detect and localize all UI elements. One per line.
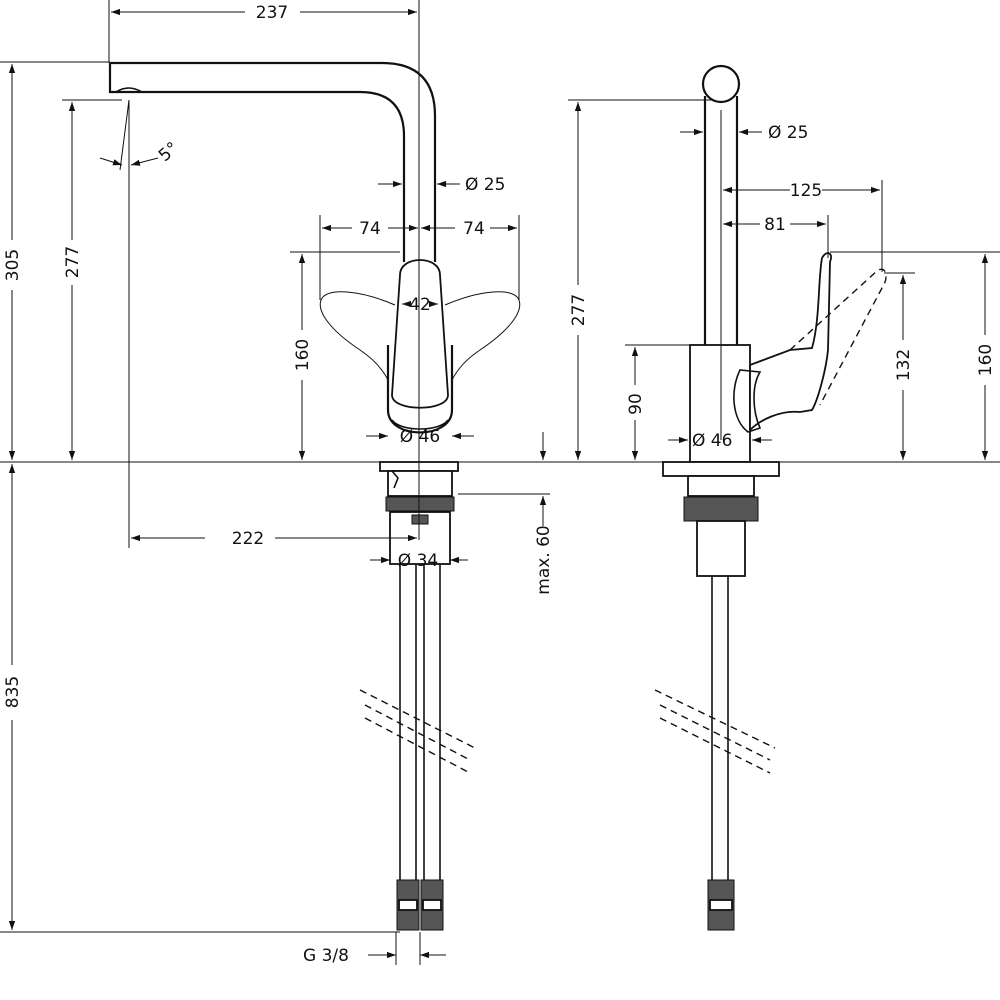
dim-shank-diameter: Ø 34 — [398, 551, 438, 571]
dim-outlet-height: 277 — [63, 246, 83, 278]
front-handle-swing-left — [319, 291, 396, 381]
side-base-plate — [662, 461, 780, 477]
dim-spout-reach: 237 — [256, 3, 288, 23]
front-fitting-left-nut — [398, 899, 418, 911]
dim-angle-arrow-left — [99, 157, 123, 166]
side-break-mark — [654, 689, 776, 774]
dim-angle-arrow-right — [130, 157, 159, 166]
reference-lines — [0, 0, 1000, 933]
dim-handle-swing-right: 74 — [463, 219, 485, 239]
front-shank-top — [387, 470, 453, 497]
dim-handle-raised: 132 — [894, 349, 914, 381]
dim-spout-angle: 5° — [155, 138, 183, 166]
side-handle-raised — [789, 268, 887, 406]
dim-handle-height-side: 160 — [976, 344, 996, 376]
angle-line — [119, 99, 130, 171]
dim-spout-diameter-front: Ø 25 — [465, 175, 505, 195]
dim-max-thickness: max. 60 — [534, 525, 554, 594]
front-spout-outlet — [115, 87, 143, 93]
dim-handle-swing: 125 — [790, 181, 822, 201]
dim-handle-width: 42 — [409, 295, 431, 315]
side-shank — [696, 520, 746, 577]
front-nut — [411, 514, 429, 525]
front-view — [108, 61, 521, 931]
dim-spout-diameter-side: Ø 25 — [768, 123, 808, 143]
front-handle-swing-right — [444, 291, 521, 381]
dim-base-diameter-front: Ø 46 — [400, 427, 440, 447]
front-handle — [391, 259, 449, 409]
side-handle-cartridge — [733, 369, 762, 433]
dim-body-height: 90 — [626, 393, 646, 415]
side-spout-column — [703, 96, 739, 345]
side-shank-top — [687, 475, 755, 497]
side-hose — [711, 576, 729, 880]
front-hose-right — [423, 564, 441, 880]
dim-hose-length: 835 — [3, 676, 23, 708]
side-thread — [683, 496, 759, 522]
dim-total-height: 305 — [3, 249, 23, 281]
dim-outlet-height-side: 277 — [569, 294, 589, 326]
front-body — [386, 345, 454, 434]
dim-handle-height-front: 160 — [293, 339, 313, 371]
side-view — [654, 64, 887, 931]
dim-base-diameter-side: Ø 46 — [692, 431, 732, 451]
front-thread — [385, 496, 455, 512]
dim-handle-swing-left: 74 — [359, 219, 381, 239]
front-break-mark — [359, 689, 476, 774]
dim-outlet-offset: 222 — [232, 529, 264, 549]
dim-handle-reach: 81 — [764, 215, 786, 235]
front-body-ring — [391, 419, 449, 430]
side-spout-top — [701, 64, 741, 104]
side-handle — [749, 252, 832, 433]
front-tap-lever — [391, 470, 399, 489]
front-spout — [108, 61, 437, 262]
side-dimensions: Ø 25 125 81 277 90 Ø 46 132 160 — [569, 102, 996, 460]
dim-connection: G 3/8 — [303, 946, 349, 966]
front-fitting-right-nut — [422, 899, 442, 911]
front-hose-left — [399, 564, 417, 880]
side-fitting-nut — [709, 899, 733, 911]
front-dimensions: 237 305 277 5° Ø 25 74 74 42 160 — [3, 3, 554, 966]
